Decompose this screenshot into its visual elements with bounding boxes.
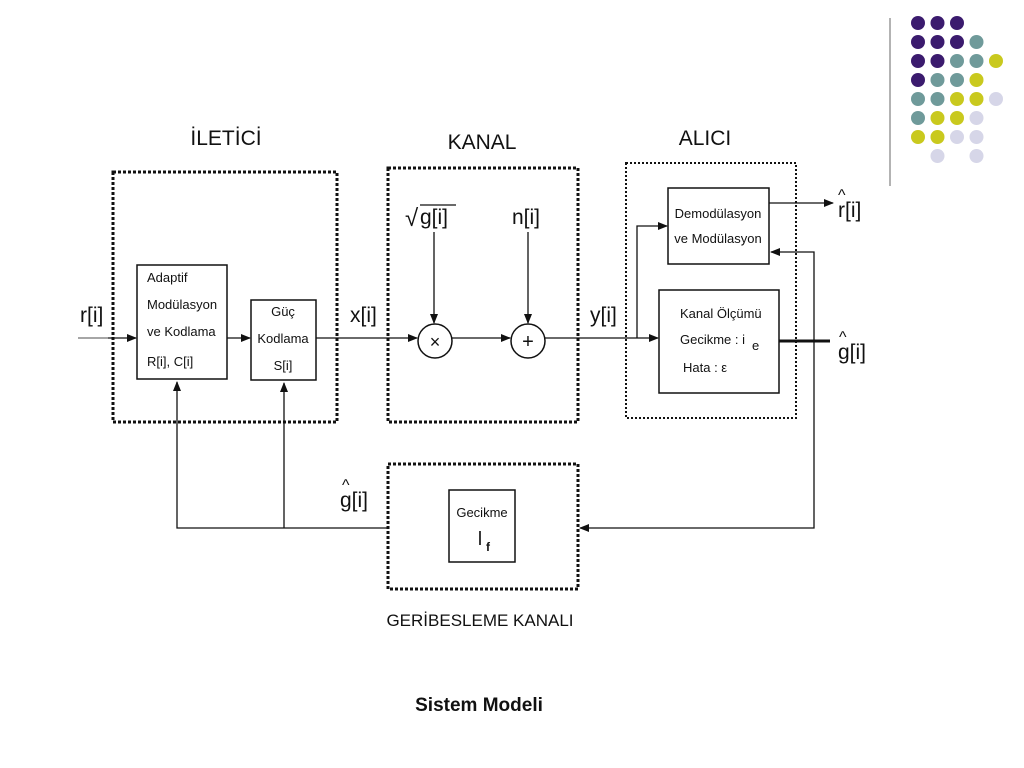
power-line-2: Kodlama xyxy=(257,331,309,346)
g-hat-feedback-caret: ^ xyxy=(342,477,350,494)
delay-subscript: f xyxy=(486,540,491,554)
g-hat-feedback-label: g[i] xyxy=(340,489,368,512)
transmitter-title: İLETİCİ xyxy=(190,127,261,150)
branch-to-demod-arrow xyxy=(636,222,668,338)
adaptive-modulation-block xyxy=(136,264,228,380)
logo-dot xyxy=(911,111,925,125)
estimate-to-demod-arrow xyxy=(770,248,815,341)
delay-line-1: Gecikme xyxy=(456,505,507,520)
logo-dot xyxy=(969,92,984,106)
receiver-section xyxy=(625,162,797,419)
adaptive-line-2: Modülasyon xyxy=(147,297,217,312)
adaptive-line-4: R[i], C[i] xyxy=(147,354,193,369)
r-hat-label: r[i] xyxy=(838,199,861,222)
logo-dot xyxy=(911,92,925,106)
g-hat-output-label: g[i] xyxy=(838,341,866,364)
logo-dot xyxy=(950,73,964,87)
logo-dot xyxy=(950,130,964,144)
logo-dot xyxy=(930,149,945,163)
delay-block xyxy=(448,489,516,563)
logo-dot xyxy=(950,35,964,49)
logo-dot xyxy=(911,73,925,87)
transmitter-section xyxy=(111,170,339,424)
logo-dot xyxy=(911,35,925,49)
multiplier-node xyxy=(417,323,453,359)
power-line-1: Güç xyxy=(271,304,295,319)
measure-subscript: e xyxy=(752,338,759,353)
logo-dot xyxy=(969,54,984,68)
logo-dot xyxy=(950,54,964,68)
logo-dot xyxy=(930,111,945,125)
adder-symbol: + xyxy=(522,331,534,353)
feedback-return-arrow xyxy=(579,341,815,532)
feedback-channel-section xyxy=(386,462,580,591)
adaptive-line-3: ve Kodlama xyxy=(147,324,216,339)
logo-dot xyxy=(989,54,1003,68)
demod-line-1: Demodülasyon xyxy=(675,206,762,221)
measure-line-2: Gecikme : i xyxy=(680,332,745,347)
demod-line-2: ve Modülasyon xyxy=(674,231,761,246)
input-signal-label: r[i] xyxy=(80,304,103,327)
dot-pattern-logo xyxy=(911,16,1003,163)
r-hat-caret: ^ xyxy=(838,187,846,204)
logo-dot xyxy=(930,130,945,144)
channel-title: KANAL xyxy=(448,131,517,154)
x-signal-label: x[i] xyxy=(350,304,377,327)
logo-dot xyxy=(930,16,945,30)
demodulation-block xyxy=(667,187,770,265)
logo-dot xyxy=(969,149,984,163)
power-coding-block xyxy=(250,299,317,381)
measure-line-1: Kanal Ölçümü xyxy=(680,306,762,321)
channel-section xyxy=(386,166,580,424)
logo-dot xyxy=(950,16,964,30)
delay-line-2: l xyxy=(478,529,482,550)
sqrt-symbol: √ xyxy=(405,205,419,232)
measure-line-3: Hata : ε xyxy=(683,360,727,375)
feedback-to-adaptive-arrow xyxy=(173,381,388,529)
logo-dot xyxy=(969,130,984,144)
g-hat-caret: ^ xyxy=(839,329,847,346)
multiplier-symbol: × xyxy=(430,332,441,352)
logo-dot xyxy=(930,54,945,68)
receiver-title: ALICI xyxy=(679,127,732,150)
logo-dot xyxy=(911,54,925,68)
logo-dot xyxy=(950,111,964,125)
logo-dot xyxy=(950,92,964,106)
gain-label: g[i] xyxy=(420,206,448,229)
logo-dot xyxy=(930,35,945,49)
logo-dot xyxy=(969,111,984,125)
logo-dot xyxy=(911,130,925,144)
y-signal-label: y[i] xyxy=(590,304,617,327)
logo-dot xyxy=(969,73,984,87)
logo-dot xyxy=(969,35,984,49)
logo-dot xyxy=(989,92,1003,106)
diagram-caption: Sistem Modeli xyxy=(415,695,543,716)
noise-label: n[i] xyxy=(512,206,540,229)
logo-dot xyxy=(930,92,945,106)
logo-dot xyxy=(911,16,925,30)
logo-dot xyxy=(930,73,945,87)
adaptive-line-1: Adaptif xyxy=(147,270,188,285)
power-line-3: S[i] xyxy=(274,358,293,373)
feedback-title: GERİBESLEME KANALI xyxy=(386,611,573,630)
adder-node xyxy=(510,323,546,359)
